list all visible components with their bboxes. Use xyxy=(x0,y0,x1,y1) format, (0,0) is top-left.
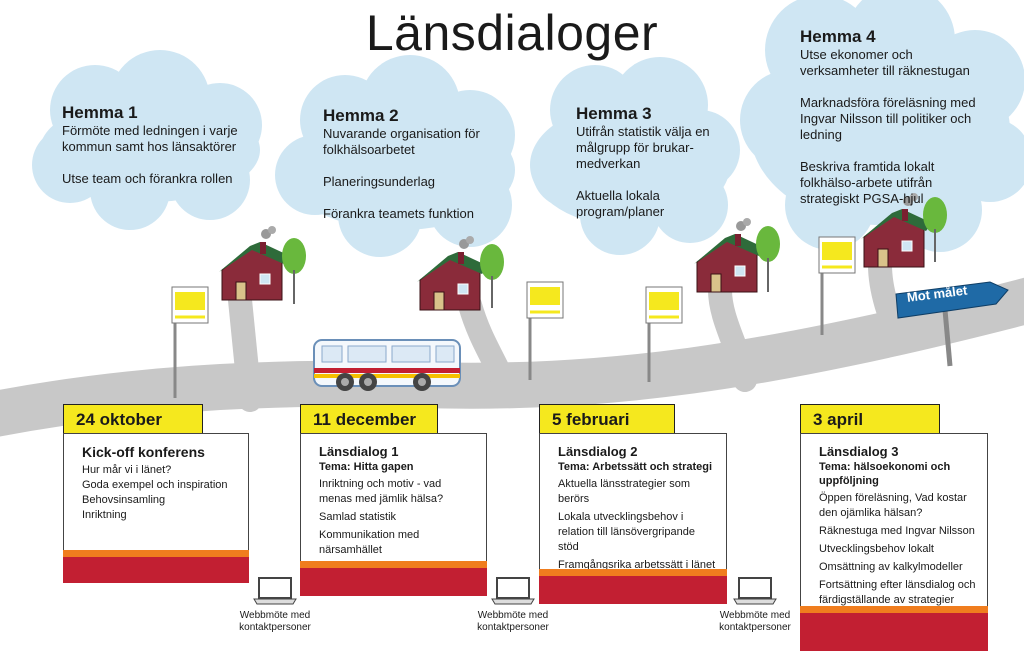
event-card-footer xyxy=(300,561,487,596)
cloud-paragraph: Marknadsföra föreläsning med Ingvar Nils… xyxy=(800,95,976,142)
event-card-lansdialog-2: Länsdialog 2 Tema: Arbetssätt och strate… xyxy=(539,433,727,571)
cloud-text-hemma-2: Hemma 2 Nuvarande organisation för folkh… xyxy=(323,106,503,222)
road xyxy=(0,253,1024,437)
page-title: Länsdialoger xyxy=(365,5,659,61)
event-card-kickoff: Kick-off konferens Hur mår vi i länet? G… xyxy=(63,433,249,553)
tree-icon xyxy=(282,238,306,304)
cloud-paragraph: Aktuella lokala program/planer xyxy=(576,188,665,219)
laptop-icon xyxy=(733,577,777,605)
cloud-paragraph: Nuvarande organisation för folkhälsoarbe… xyxy=(323,126,480,157)
event-title: Länsdialog 1 xyxy=(319,444,399,459)
laptop-icon xyxy=(491,577,535,605)
event-item: Utvecklingsbehov lokalt xyxy=(819,543,934,555)
direction-sign-icon xyxy=(895,281,1009,367)
cloud-paragraph: Utifrån statistik välja en målgrupp för … xyxy=(576,124,710,171)
bus-stop-sign-icon xyxy=(818,236,856,335)
event-card-footer xyxy=(539,569,727,604)
cloud-paragraph: Beskriva framtida lokalt folkhälso-arbet… xyxy=(800,159,935,206)
house-icon xyxy=(861,193,932,268)
event-item: Behovsinsamling xyxy=(82,494,166,506)
event-item: Öppen föreläsning, Vad kostar den ojämli… xyxy=(819,492,967,519)
house-icon xyxy=(219,226,290,301)
webmeeting-label: Webbmöte med kontaktpersoner xyxy=(239,610,311,633)
event-item: Hur mår vi i länet? xyxy=(82,464,172,476)
laptop-icon xyxy=(253,577,297,605)
event-item: Fortsättning efter länsdialog och färdig… xyxy=(819,579,976,606)
event-title: Kick-off konferens xyxy=(82,444,205,460)
webmeeting-label: Webbmöte med kontaktpersoner xyxy=(719,610,791,633)
bus-stop-sign-icon xyxy=(171,286,209,398)
house-icon xyxy=(417,236,488,311)
event-card-footer xyxy=(63,550,249,583)
event-date: 24 oktober xyxy=(63,404,203,434)
cloud-paragraph: Planeringsunderlag xyxy=(323,174,436,189)
event-item: Lokala utvecklingsbehov i relation till … xyxy=(558,511,695,553)
cloud-text-hemma-3: Hemma 3 Utifrån statistik välja en målgr… xyxy=(576,104,726,220)
event-date: 11 december xyxy=(300,404,438,434)
event-item: Framgångsrika arbetssätt i länet xyxy=(558,559,716,571)
cloud-hemma-2 xyxy=(275,55,515,257)
event-subtitle: Tema: hälsoekonomi och uppföljning xyxy=(819,461,951,487)
cloud-paragraph: Utse ekonomer och verksamheter till räkn… xyxy=(800,47,970,78)
event-item: Aktuella länsstrategier som berörs xyxy=(558,478,691,505)
tree-icon xyxy=(480,244,504,308)
cloud-heading: Hemma 1 xyxy=(62,103,138,122)
cloud-heading: Hemma 2 xyxy=(323,106,399,125)
cloud-paragraph: Förmöte med ledningen i varje kommun sam… xyxy=(62,123,238,154)
cloud-hemma-1 xyxy=(32,50,262,230)
event-card-lansdialog-1: Länsdialog 1 Tema: Hitta gapen Inriktnin… xyxy=(300,433,487,563)
cloud-heading: Hemma 4 xyxy=(800,27,876,46)
event-card-footer xyxy=(800,606,988,651)
event-subtitle: Tema: Arbetssätt och strategi xyxy=(558,461,713,473)
event-date: 3 april xyxy=(800,404,940,434)
event-card-lansdialog-3: Länsdialog 3 Tema: hälsoekonomi och uppf… xyxy=(800,433,988,608)
event-subtitle: Tema: Hitta gapen xyxy=(319,461,414,473)
webmeeting-label: Webbmöte med kontaktpersoner xyxy=(477,610,549,633)
tree-icon xyxy=(756,226,780,292)
bus-stop-sign-icon xyxy=(645,286,683,382)
event-item: Samlad statistik xyxy=(319,511,397,523)
event-item: Inriktning xyxy=(82,509,127,521)
cloud-text-hemma-1: Hemma 1 Förmöte med ledningen i varje ko… xyxy=(62,103,262,187)
bus-icon xyxy=(313,339,461,391)
cloud-paragraph: Utse team och förankra rollen xyxy=(62,171,233,186)
event-item: Goda exempel och inspiration xyxy=(82,479,228,491)
event-item: Räknestuga med Ingvar Nilsson xyxy=(819,525,975,537)
event-item: Inriktning och motiv - vad menas med jäm… xyxy=(319,478,444,505)
event-item: Kommunikation med närsamhället xyxy=(319,529,420,556)
bus-stop-sign-icon xyxy=(526,281,564,380)
cloud-hemma-3 xyxy=(530,57,740,255)
cloud-text-hemma-4: Hemma 4 Utse ekonomer och verksamheter t… xyxy=(800,27,990,207)
house-icon xyxy=(694,218,765,293)
event-date: 5 februari xyxy=(539,404,675,434)
event-item: Omsättning av kalkylmodeller xyxy=(819,561,963,573)
cloud-paragraph: Förankra teamets funktion xyxy=(323,206,475,221)
event-title: Länsdialog 2 xyxy=(558,444,638,459)
event-title: Länsdialog 3 xyxy=(819,444,899,459)
tree-icon xyxy=(923,197,947,262)
cloud-heading: Hemma 3 xyxy=(576,104,652,123)
